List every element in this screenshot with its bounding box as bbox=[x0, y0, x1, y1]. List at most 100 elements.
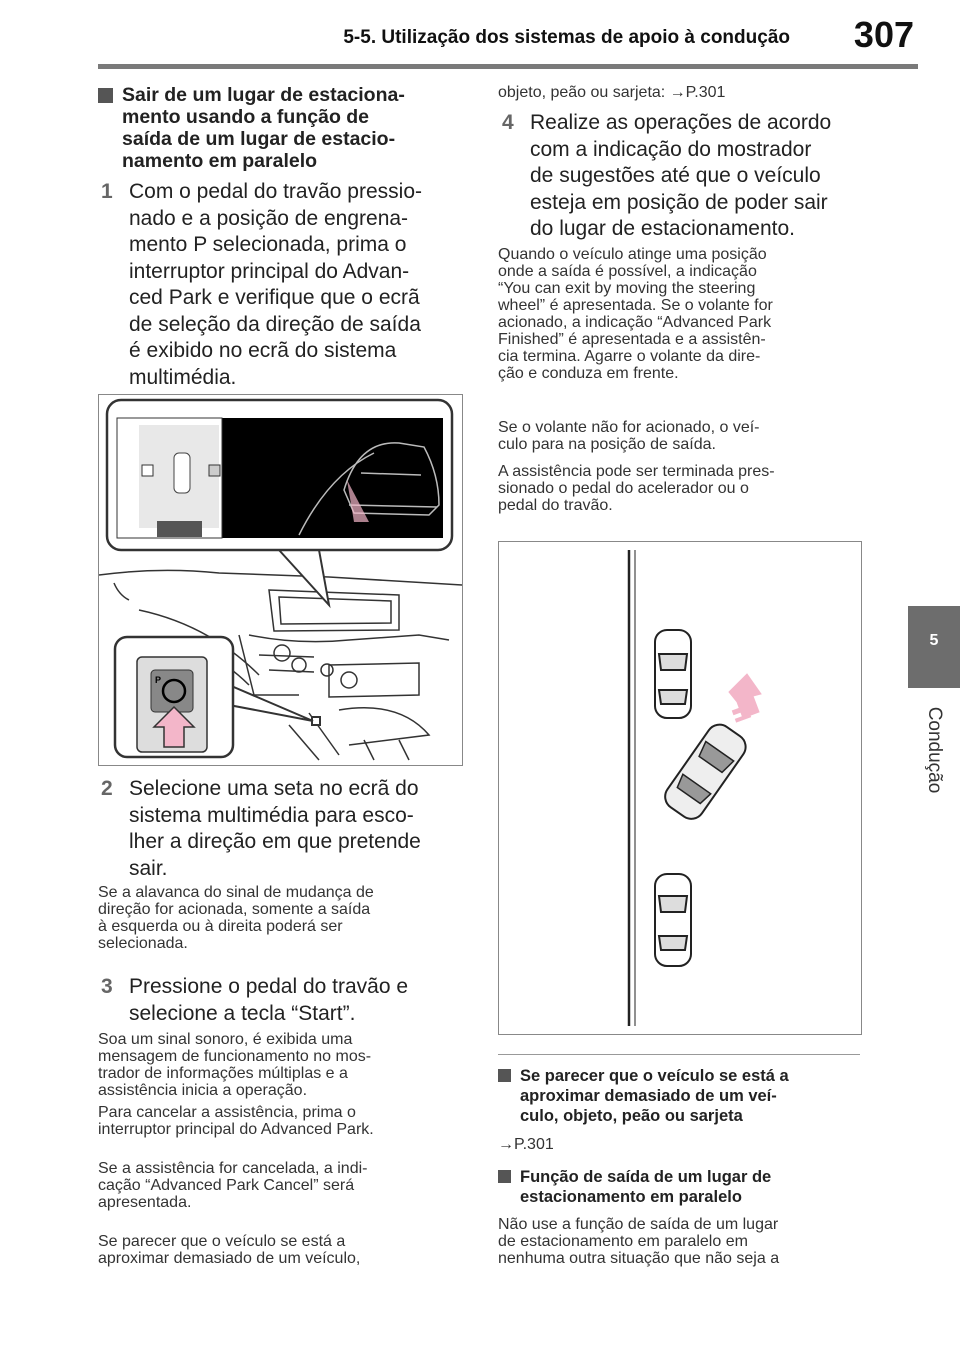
dashboard-drawing: P bbox=[98, 398, 463, 761]
exit-direction-arrow-icon bbox=[728, 673, 762, 723]
note-line: sionado o pedal do acelerador ou o bbox=[498, 480, 749, 497]
note-line: Se parecer que o veículo se está a bbox=[98, 1233, 346, 1250]
note-line: trador de informações múltiplas e a bbox=[98, 1065, 348, 1082]
note-line: mensagem de funcionamento no mos- bbox=[98, 1048, 372, 1065]
step-4-note-2: Se o volante não for acionado, o veí- cu… bbox=[498, 419, 868, 453]
step-3-note-3: Se a assistência for cancelada, a indi- … bbox=[98, 1160, 468, 1211]
chapter-tab bbox=[908, 606, 960, 688]
camera-car-view bbox=[298, 442, 440, 536]
step-line: Selecione uma seta no ecrã do bbox=[129, 777, 419, 800]
step-line: Com o pedal do travão pressio- bbox=[129, 180, 422, 203]
note-line: Quando o veículo atinge uma posição bbox=[498, 246, 767, 263]
step-line: do lugar de estacionamento. bbox=[530, 217, 796, 240]
exiting-car bbox=[664, 723, 747, 820]
text-line: nenhuma outra situação que não seja a bbox=[498, 1250, 780, 1267]
section-title: 5-5. Utilização dos sistemas de apoio à … bbox=[343, 27, 790, 48]
note-line: interruptor principal do Advanced Park. bbox=[98, 1121, 374, 1138]
step-2: 2 Selecione uma seta no ecrã do sistema … bbox=[101, 776, 469, 882]
note-line: assistência inicia a operação. bbox=[98, 1082, 308, 1099]
divider bbox=[498, 1054, 860, 1055]
step-line: nado e a posição de engrena- bbox=[129, 206, 409, 230]
step-line: selecione a tecla “Start”. bbox=[129, 1001, 356, 1025]
step-3-note-4: Se parecer que o veículo se está a aprox… bbox=[98, 1233, 468, 1267]
note-line: acionado, a indicação “Advanced Park bbox=[498, 314, 772, 331]
text-line: Não use a função de saída de um lugar bbox=[498, 1216, 779, 1233]
step-line: lher a direção em que pretende bbox=[129, 830, 421, 853]
note-line: “You can exit by moving the steering bbox=[498, 280, 756, 297]
step-line: de sugestões até que o veículo bbox=[530, 164, 821, 187]
right-arrow-key bbox=[208, 464, 221, 477]
step-line: de seleção da direção de saída bbox=[129, 312, 421, 336]
chapter-number: 5 bbox=[929, 632, 939, 649]
switch-marker bbox=[311, 716, 321, 726]
note-line: onde a saída é possível, a indicação bbox=[498, 263, 757, 280]
press-arrow-icon bbox=[152, 705, 196, 748]
page-reference: →P.301 bbox=[498, 1136, 554, 1153]
heading-line: Função de saída de um lugar de bbox=[520, 1168, 772, 1186]
heading-line: Se parecer que o veículo se está a bbox=[520, 1067, 789, 1085]
step-line: mento P selecionada, prima o bbox=[129, 233, 407, 256]
heading-bullet-icon bbox=[498, 1069, 511, 1082]
heading-line: estacionamento em paralelo bbox=[520, 1188, 742, 1206]
chapter-label: Condução bbox=[924, 706, 945, 794]
note-line: apresentada. bbox=[98, 1194, 192, 1211]
step-line: esteja em posição de poder sair bbox=[530, 190, 828, 214]
section-heading: Sair de um lugar de estaciona- mento usa… bbox=[98, 84, 467, 172]
note-line: Se o volante não for acionado, o veí- bbox=[498, 419, 760, 436]
note-line: à esquerda ou à direita poderá ser bbox=[98, 918, 343, 935]
heading-line: saída de um lugar de estacio- bbox=[122, 128, 396, 150]
guide-line-pink bbox=[347, 480, 369, 522]
step-line: multimédia. bbox=[129, 365, 237, 389]
start-key bbox=[157, 521, 202, 537]
step-line: sistema multimédia para esco- bbox=[129, 803, 414, 827]
step-2-note: Se a alavanca do sinal de mudança de dir… bbox=[98, 884, 468, 952]
note-line: cação “Advanced Park Cancel” será bbox=[98, 1177, 355, 1194]
heading-line: Sair de um lugar de estaciona- bbox=[122, 84, 405, 106]
heading-line: namento em paralelo bbox=[122, 150, 318, 172]
step-3: 3 Pressione o pedal do travão e selecion… bbox=[101, 974, 469, 1027]
switch-callout-tail bbox=[228, 683, 314, 722]
heading-line: aproximar demasiado de um veí- bbox=[520, 1087, 777, 1105]
note-line: cia termina. Agarre o volante da dire- bbox=[498, 348, 761, 365]
dashboard-illustration: P bbox=[98, 394, 463, 766]
step-number: 3 bbox=[101, 975, 113, 998]
note-line: ção e conduza em frente. bbox=[498, 365, 679, 382]
note-line: culo para na posição de saída. bbox=[498, 436, 716, 453]
step-number: 4 bbox=[502, 111, 514, 134]
step-4: 4 Realize as operações de acordo com a i… bbox=[502, 110, 870, 243]
sub-heading-function: Função de saída de um lugar de estaciona… bbox=[498, 1167, 865, 1207]
function-text: Não use a função de saída de um lugar de… bbox=[498, 1216, 868, 1267]
step-line: Pressione o pedal do travão e bbox=[129, 975, 409, 998]
rear-parked-car bbox=[654, 873, 692, 967]
note-line: Finished” é apresentada e a assistên- bbox=[498, 331, 766, 348]
parking-exit-illustration bbox=[498, 541, 862, 1035]
note-line: aproximar demasiado de um veículo, bbox=[98, 1250, 361, 1267]
step-line: Realize as operações de acordo bbox=[530, 111, 832, 134]
note-line: selecionada. bbox=[98, 935, 188, 952]
chapter-label-wrap: Condução bbox=[886, 707, 960, 794]
note-line: Se a alavanca do sinal de mudança de bbox=[98, 884, 374, 901]
step-line: interruptor principal do Advan- bbox=[129, 259, 410, 283]
text-line: de estacionamento em paralelo em bbox=[498, 1233, 748, 1250]
note-line: A assistência pode ser terminada pres- bbox=[498, 463, 775, 480]
step-line: sair. bbox=[129, 856, 168, 880]
step-4-note-1: Quando o veículo atinge uma posição onde… bbox=[498, 246, 868, 382]
step-line: ced Park e verifique que o ecrã bbox=[129, 286, 420, 309]
heading-line: mento usando a função de bbox=[122, 106, 370, 128]
step-3-note-1: Soa um sinal sonoro, é exibida uma mensa… bbox=[98, 1031, 468, 1099]
step-number: 2 bbox=[101, 777, 113, 800]
screen-car-icon bbox=[173, 452, 191, 494]
steering-wheel-icon bbox=[161, 678, 187, 704]
step-4-note-3: A assistência pode ser terminada pres- s… bbox=[498, 463, 868, 514]
note-line: pedal do travão. bbox=[498, 497, 613, 514]
step-line: com a indicação do mostrador bbox=[530, 137, 812, 161]
dashboard-lines bbox=[98, 569, 463, 761]
left-arrow-key bbox=[141, 464, 154, 477]
note-line: Para cancelar a assistência, prima o bbox=[98, 1104, 356, 1121]
step-1: 1 Com o pedal do travão pressio- nado e … bbox=[101, 179, 469, 391]
heading-bullet-icon bbox=[98, 88, 113, 103]
note-line: wheel” é apresentada. Se o volante for bbox=[498, 297, 773, 314]
step-line: é exibido no ecrã do sistema bbox=[129, 339, 397, 362]
sub-heading-approach: Se parecer que o veículo se está a aprox… bbox=[498, 1066, 865, 1126]
parking-drawing bbox=[627, 550, 762, 1026]
